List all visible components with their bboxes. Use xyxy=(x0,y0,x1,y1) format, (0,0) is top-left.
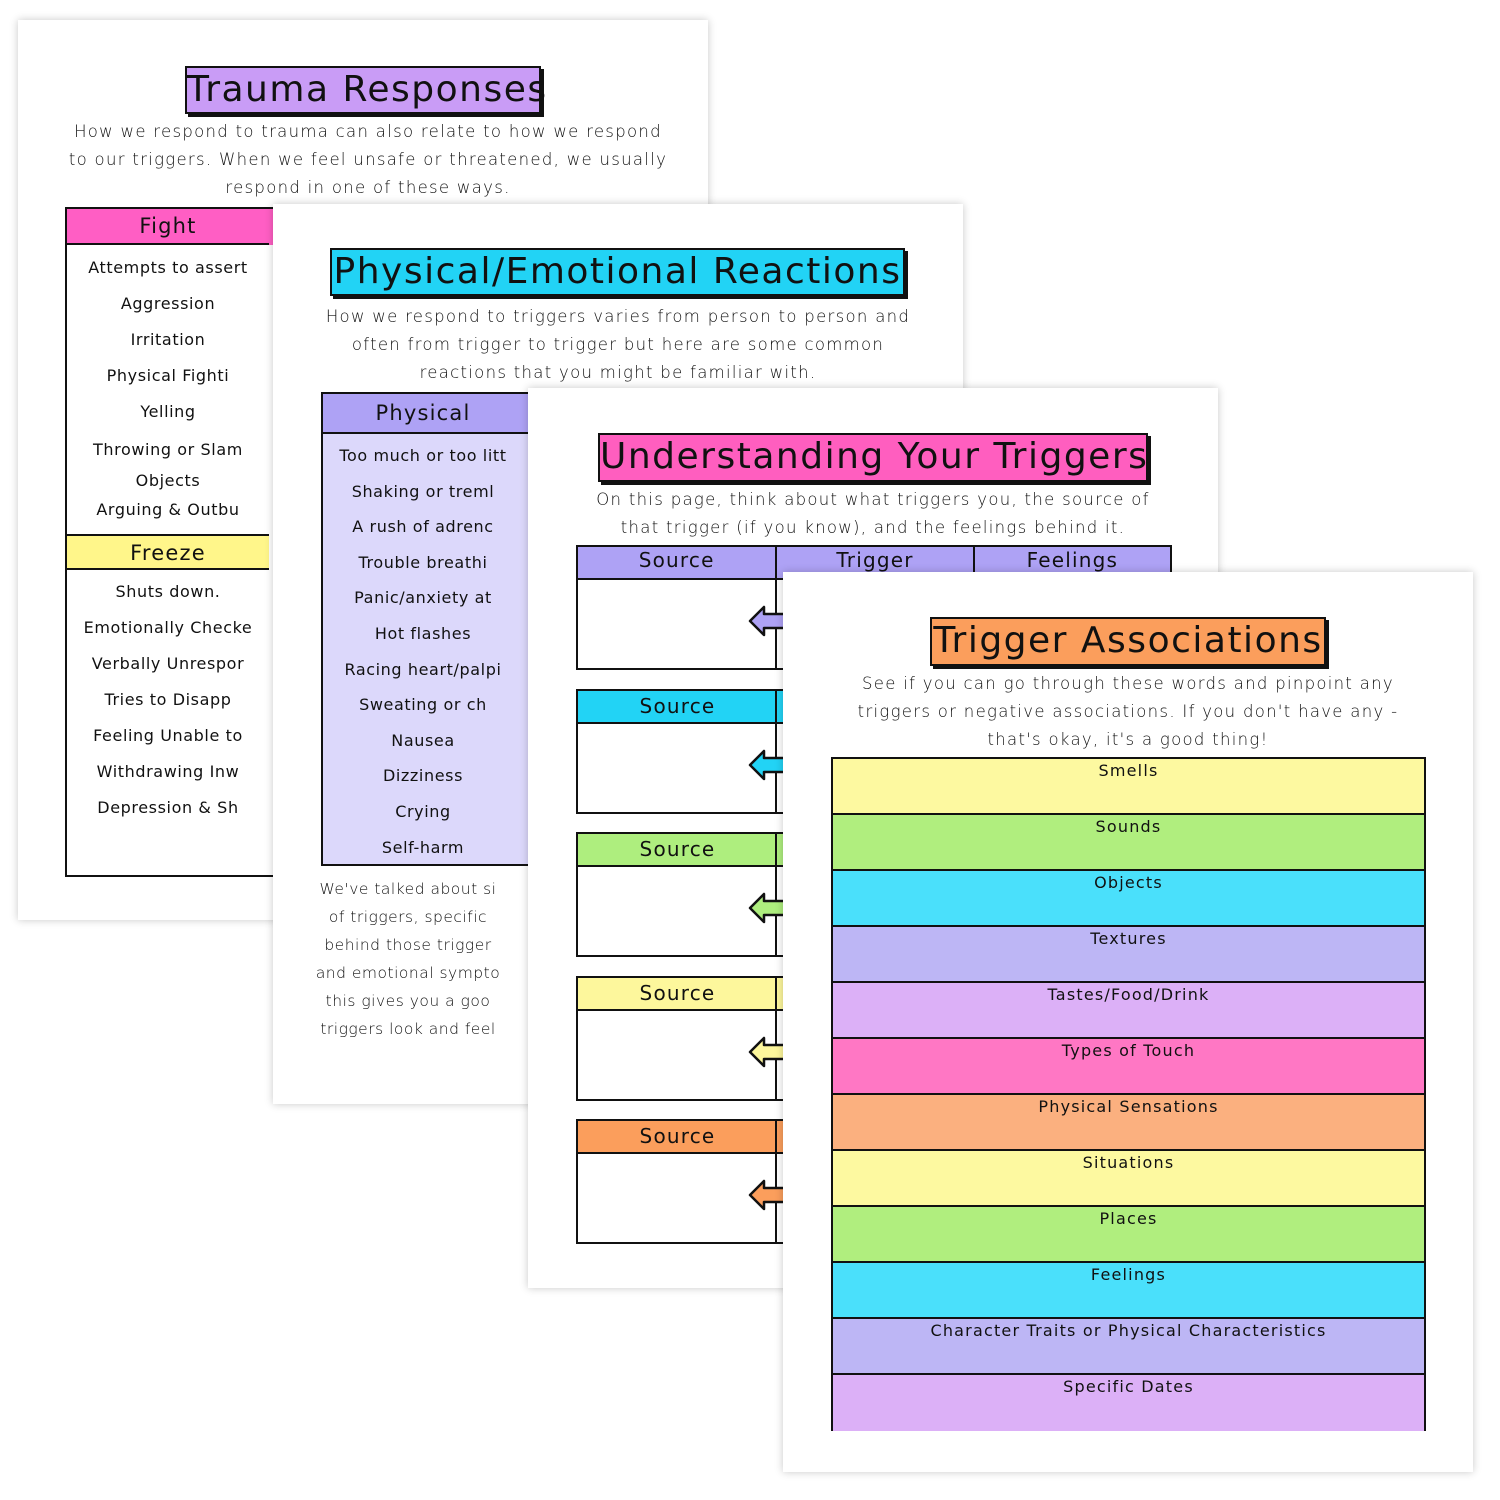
source-header: Source xyxy=(578,1121,777,1154)
physical-item: Dizziness xyxy=(382,766,464,786)
physical-header: Physical xyxy=(375,401,471,425)
association-row-tastes-food-drink: Tastes/Food/Drink xyxy=(833,983,1424,1039)
closing-line: this gives you a goo xyxy=(325,992,491,1010)
left-arrow-icon xyxy=(748,604,788,642)
fight-item: Irritation xyxy=(130,330,206,349)
association-row-character-traits-or-physical-characteristics: Character Traits or Physical Characteris… xyxy=(833,1319,1424,1375)
association-row-types-of-touch: Types of Touch xyxy=(833,1039,1424,1095)
freeze-item: Tries to Disapp xyxy=(104,690,232,709)
fight-item: Physical Fighti xyxy=(106,366,230,385)
physical-item: A rush of adrenc xyxy=(352,517,494,537)
intro-line: respond in one of these ways. xyxy=(225,178,511,197)
freeze-item: Feeling Unable to xyxy=(93,726,243,745)
association-row-textures: Textures xyxy=(833,927,1424,983)
column-divider xyxy=(775,547,777,668)
physical-item: Too much or too litt xyxy=(339,446,507,465)
intro-line: triggers or negative associations. If yo… xyxy=(857,702,1399,721)
physical-item: Sweating or ch xyxy=(359,695,487,715)
physical-item: Crying xyxy=(395,801,451,821)
fight-item: Objects xyxy=(135,471,201,490)
association-row-situations: Situations xyxy=(833,1151,1424,1207)
freeze-item: Shuts down. xyxy=(115,582,221,601)
intro-line: How we respond to trauma can also relate… xyxy=(74,122,662,141)
closing-text: We've talked about si of triggers, specif… xyxy=(295,875,521,1043)
intro-line: On this page, think about what triggers … xyxy=(596,490,1150,509)
column-header-feelings: Feelings xyxy=(972,547,1170,578)
left-arrow-icon xyxy=(748,1178,788,1216)
intro-line: See if you can go through these words an… xyxy=(862,674,1394,693)
column-divider xyxy=(775,690,777,812)
freeze-item: Verbally Unrespor xyxy=(91,654,245,673)
fight-item: Aggression xyxy=(120,294,216,313)
physical-item: Panic/anxiety at xyxy=(354,588,492,608)
page-title: Trigger Associations xyxy=(930,617,1326,666)
freeze-item: Depression & Sh xyxy=(97,798,239,817)
association-row-places: Places xyxy=(833,1207,1424,1263)
intro-text: See if you can go through these words an… xyxy=(803,670,1453,754)
page-title: Understanding Your Triggers xyxy=(598,433,1148,482)
intro-line: that trigger (if you know), and the feel… xyxy=(620,518,1126,537)
physical-item: Racing heart/palpi xyxy=(344,659,502,679)
closing-line: We've talked about si xyxy=(319,880,497,898)
fight-item: Throwing or Slam xyxy=(93,440,243,459)
source-header: Source xyxy=(578,834,777,867)
column-divider xyxy=(775,834,777,955)
intro-line: often from trigger to trigger but here a… xyxy=(351,335,885,354)
physical-item: Trouble breathi xyxy=(358,552,488,572)
association-row-physical-sensations: Physical Sensations xyxy=(833,1095,1424,1151)
source-header: Source xyxy=(578,690,777,724)
closing-line: triggers look and feel xyxy=(320,1020,496,1038)
column-divider xyxy=(775,1121,777,1242)
physical-item: Hot flashes xyxy=(374,623,472,643)
association-row-objects: Objects xyxy=(833,871,1424,927)
fight-item: Arguing & Outbu xyxy=(96,500,240,519)
physical-item: Shaking or treml xyxy=(351,481,495,501)
fight-item: Yelling xyxy=(140,402,196,421)
left-arrow-icon xyxy=(748,891,788,929)
freeze-item: Withdrawing Inw xyxy=(96,762,240,781)
page-title: Physical/Emotional Reactions xyxy=(330,248,905,296)
source-header: Source xyxy=(578,977,777,1011)
column-divider xyxy=(775,977,777,1099)
intro-text: How we respond to triggers varies from p… xyxy=(293,303,943,387)
left-arrow-icon xyxy=(748,1035,788,1073)
intro-line: How we respond to triggers varies from p… xyxy=(325,307,911,326)
closing-line: of triggers, specific xyxy=(328,908,488,926)
freeze-header: Freeze xyxy=(67,534,269,570)
closing-line: and emotional sympto xyxy=(315,964,501,982)
fight-header: Fight xyxy=(67,209,269,245)
intro-line: to our triggers. When we feel unsafe or … xyxy=(68,150,668,169)
physical-item: Self-harm xyxy=(381,837,465,857)
association-row-feelings: Feelings xyxy=(833,1263,1424,1319)
physical-item: Nausea xyxy=(391,730,455,750)
left-arrow-icon xyxy=(748,748,788,786)
association-row-smells: Smells xyxy=(833,759,1424,815)
intro-line: that's okay, it's a good thing! xyxy=(987,730,1269,749)
page-trigger-associations: Trigger Associations See if you can go t… xyxy=(783,572,1473,1472)
column-header-source: Source xyxy=(638,548,715,572)
intro-text: On this page, think about what triggers … xyxy=(548,486,1198,542)
page-title: Trauma Responses xyxy=(185,66,546,114)
fight-item: Attempts to assert xyxy=(88,258,248,277)
association-row-sounds: Sounds xyxy=(833,815,1424,871)
freeze-item: Emotionally Checke xyxy=(83,618,253,637)
column-header-trigger: Trigger xyxy=(775,547,972,578)
intro-line: reactions that you might be familiar wit… xyxy=(419,363,817,382)
intro-text: How we respond to trauma can also relate… xyxy=(48,118,688,202)
association-row-specific-dates: Specific Dates xyxy=(833,1375,1424,1431)
closing-line: behind those trigger xyxy=(324,936,492,954)
